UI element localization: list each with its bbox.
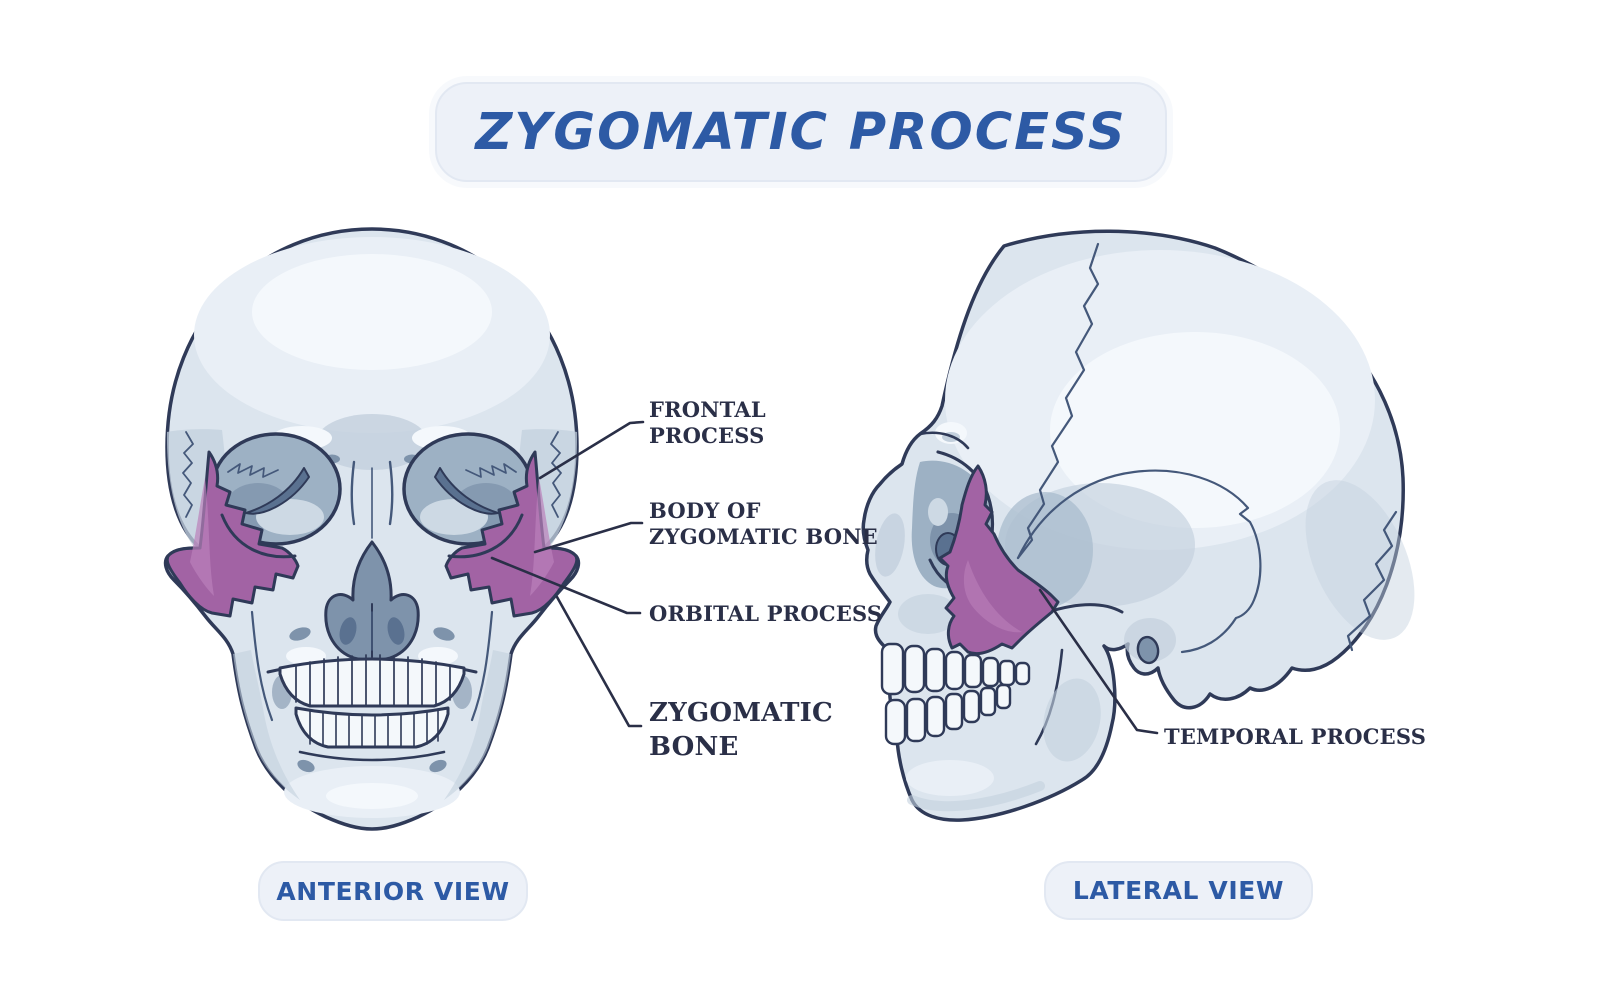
anterior-upper-teeth: [278, 654, 466, 708]
leader-lines: [490, 420, 1159, 735]
anterior-lower-teeth: [294, 706, 450, 749]
anterior-skull-illustration: [163, 227, 581, 831]
leader-temporal-process: [1038, 588, 1159, 735]
label-orbital-process: ORBITAL PROCESS: [649, 601, 883, 626]
lateral-view-badge-label: LATERAL VIEW: [1072, 876, 1285, 905]
label-zygomatic-bone: ZYGOMATIC BONE: [649, 698, 833, 762]
leader-frontal-process: [538, 420, 645, 480]
anterior-zygomatic-bone-left: [165, 450, 300, 618]
lateral-skull-illustration: [861, 229, 1415, 822]
label-temporal-process: TEMPORAL PROCESS: [1164, 724, 1427, 749]
anterior-view-badge: ANTERIOR VIEW: [258, 861, 528, 921]
leader-orbital-process: [490, 556, 642, 615]
leader-zygomatic-bone: [555, 595, 643, 728]
lateral-zygomatic-bone: [938, 464, 1060, 656]
page-title: ZYGOMATIC PROCESS: [475, 102, 1127, 162]
anterior-view-badge-label: ANTERIOR VIEW: [276, 876, 510, 906]
lateral-lower-teeth: [884, 683, 1012, 746]
label-body-of-zygomatic-bone: BODY OF ZYGOMATIC BONE: [649, 498, 878, 549]
label-frontal-process: FRONTAL PROCESS: [649, 397, 766, 448]
leader-body-of-zygomatic-bone: [533, 521, 644, 554]
lateral-upper-teeth: [880, 642, 1031, 696]
title-banner: ZYGOMATIC PROCESS: [435, 82, 1167, 182]
lateral-view-badge: LATERAL VIEW: [1044, 861, 1313, 920]
